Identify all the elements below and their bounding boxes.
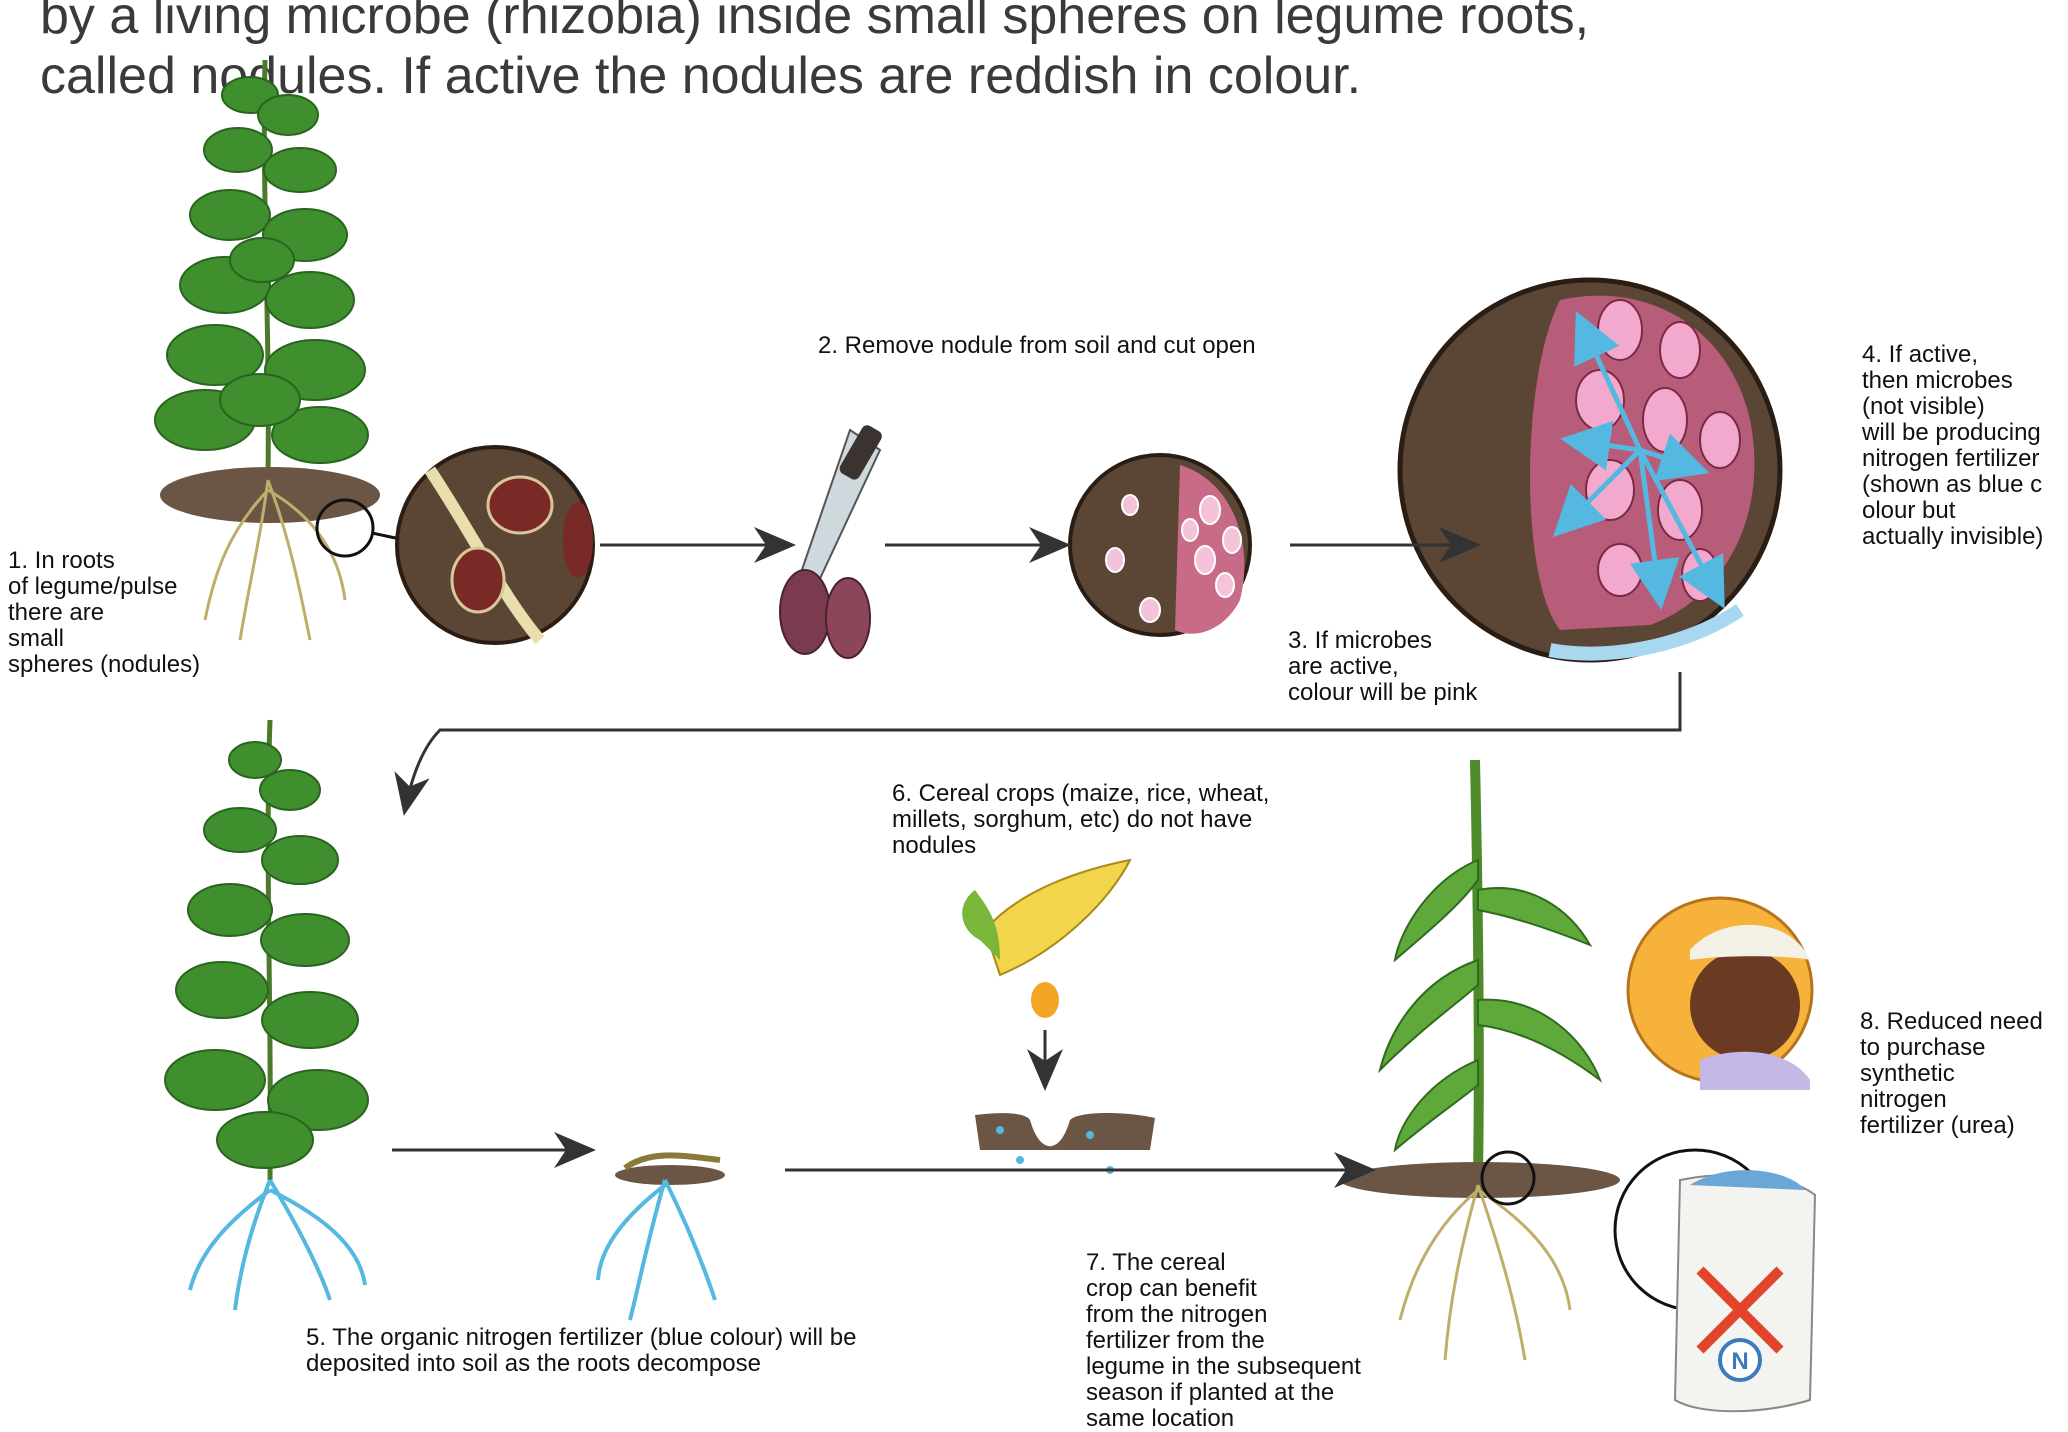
decomposed-remains [598,1155,725,1320]
farmer-portrait [1628,898,1812,1090]
caption-step-3: 3. If microbes are active, colour will b… [1288,628,1477,706]
active-microbes-circle [1400,280,1780,660]
caption-step-2: 2. Remove nodule from soil and cut open [818,333,1256,359]
nodule-zoom-circle [397,447,593,643]
caption-step-8: 8. Reduced need to purchase synthetic ni… [1860,1009,2043,1139]
caption-step-1: 1. In roots of legume/pulse there are sm… [8,548,200,678]
knife-cut-nodule [780,423,884,658]
legume-plant-decomposing [165,720,368,1310]
caption-step-7: 7. The cereal crop can benefit from the … [1086,1250,1361,1432]
maize-seed-planting [962,860,1155,1174]
urea-bag: N [1615,1150,1815,1411]
caption-step-6: 6. Cereal crops (maize, rice, wheat, mil… [892,781,1269,859]
bag-label: N [1731,1348,1748,1375]
flow-arrows-row2 [392,1150,1370,1170]
caption-step-5: 5. The organic nitrogen fertilizer (blue… [306,1325,857,1377]
maize-plant-illustration [1340,760,1620,1360]
pink-nodule-circle [1070,455,1250,635]
caption-step-4: 4. If active, then microbes (not visible… [1862,342,2043,550]
